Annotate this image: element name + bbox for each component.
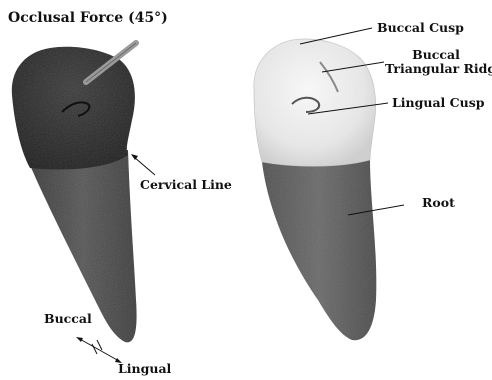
right-tooth-crown — [254, 39, 376, 166]
right-tooth — [254, 28, 404, 340]
left-tooth-texture — [12, 47, 137, 343]
cervical-line-leader — [134, 157, 155, 175]
buccal-triangular-ridge-label: Buccal Triangular Ridge — [385, 48, 487, 77]
root-label: Root — [422, 196, 455, 210]
buccal-arrowhead — [76, 337, 83, 342]
occlusal-force-label: Occlusal Force (45°) — [8, 10, 168, 26]
lingual-cusp-label: Lingual Cusp — [392, 96, 484, 110]
buccal-cusp-leader — [300, 28, 372, 44]
buccal-ridge-label-line1: Buccal — [385, 48, 487, 62]
section-tick-2 — [97, 340, 102, 350]
section-tick-1 — [92, 344, 97, 354]
buccal-cusp-label: Buccal Cusp — [377, 21, 464, 35]
cervical-line-label: Cervical Line — [140, 178, 232, 192]
buccal-label: Buccal — [44, 312, 92, 326]
buccal-ridge-label-line2: Triangular Ridge — [385, 62, 487, 76]
buccal-lingual-axis — [78, 338, 119, 361]
lingual-label: Lingual — [118, 362, 171, 376]
right-tooth-root-texture — [262, 160, 376, 340]
